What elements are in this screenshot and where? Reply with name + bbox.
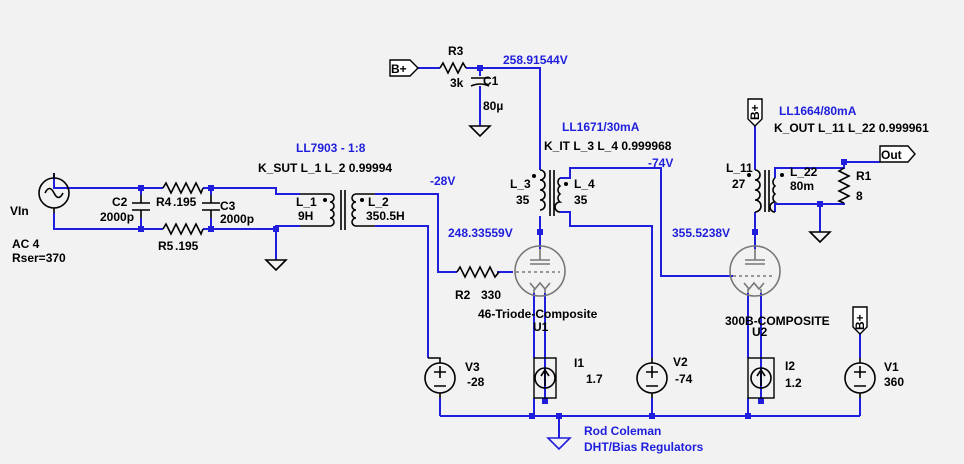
label-r3: R3 — [448, 44, 464, 58]
label-l4-value: 35 — [574, 193, 588, 207]
transformer-ll7903[interactable] — [300, 190, 375, 230]
label-v2-value: -74 — [675, 372, 693, 386]
label-u2-model: 300B-COMPOSITE — [725, 314, 830, 328]
voltage-source-v3[interactable] — [424, 357, 456, 398]
label-note-dht-bias: DHT/Bias Regulators — [584, 440, 704, 454]
junction-dots — [138, 65, 847, 419]
label-coupling-k-sut: K_SUT L_1 L_2 0.99994 — [258, 161, 392, 175]
current-source-i2[interactable] — [747, 357, 775, 399]
label-coupling-k-it: K_IT L_3 L_4 0.999968 — [544, 139, 672, 153]
vin-source[interactable] — [38, 173, 70, 213]
label-c3-value: 2000p — [220, 212, 254, 226]
label-c3: C3 — [220, 199, 236, 213]
ground-symbol — [264, 259, 288, 272]
label-transformer-ll7903: LL7903 - 1:8 — [296, 141, 366, 155]
label-bplus-right: B+ — [853, 314, 867, 330]
label-l4: L_4 — [574, 177, 595, 191]
voltage-source-v1[interactable] — [844, 358, 876, 398]
label-node-258v: 258.91544V — [503, 53, 568, 67]
label-vin-rser: Rser=370 — [12, 251, 66, 265]
ground-symbol — [546, 437, 572, 451]
label-coupling-k-out: K_OUT L_11 L_22 0.999961 — [774, 121, 929, 135]
label-r5: R5 — [158, 239, 174, 253]
bplus-flag-mid — [747, 98, 763, 127]
label-transformer-ll1671: LL1671/30mA — [562, 120, 640, 134]
transformer-ll1664[interactable] — [747, 169, 784, 213]
label-l11: L_11 — [726, 161, 753, 175]
label-r2: R2 — [455, 288, 471, 302]
label-l22-value: 80m — [790, 179, 814, 193]
out-flag — [879, 145, 916, 163]
label-v3-value: -28 — [467, 375, 485, 389]
label-node-248v: 248.33559V — [448, 226, 513, 240]
label-i1: I1 — [574, 356, 584, 370]
label-node-minus74v: -74V — [648, 156, 673, 170]
label-vin: VIn — [10, 204, 29, 218]
ground-symbol — [808, 231, 832, 244]
label-v3: V3 — [465, 360, 480, 374]
voltage-source-v2[interactable] — [636, 358, 668, 398]
label-l1: L_1 — [296, 195, 317, 209]
label-i1-value: 1.7 — [586, 372, 603, 386]
label-bplus-left: B+ — [391, 62, 407, 76]
label-l11-value: 27 — [732, 177, 746, 191]
label-note-rod-coleman: Rod Coleman — [584, 424, 661, 438]
label-r5-value: .195 — [175, 239, 199, 253]
bplus-flag-right — [852, 306, 868, 335]
label-u2: U2 — [752, 325, 768, 339]
label-c1-value: 80µ — [483, 99, 503, 113]
label-c2-value: 2000p — [100, 210, 134, 224]
label-l3-value: 35 — [516, 193, 530, 207]
label-r2-value: 330 — [481, 288, 501, 302]
label-c1: C1 — [483, 74, 499, 88]
label-transformer-ll1664: LL1664/80mA — [779, 104, 857, 118]
label-l22: L_22 — [790, 165, 818, 179]
label-r1-value: 8 — [856, 189, 863, 203]
label-node-minus28v: -28V — [430, 174, 455, 188]
label-l3: L_3 — [510, 177, 531, 191]
wires — [53, 67, 880, 438]
label-v2: V2 — [673, 355, 688, 369]
current-source-i1[interactable] — [533, 357, 557, 399]
label-l2-value: 350.5H — [366, 209, 405, 223]
ground-symbol — [468, 125, 492, 138]
transformer-ll1671[interactable] — [532, 169, 568, 216]
label-i2: I2 — [785, 359, 795, 373]
triode-u2[interactable] — [729, 245, 781, 297]
resistor-r5[interactable] — [162, 222, 204, 236]
label-r4-value: .195 — [173, 195, 197, 209]
capacitor-c2[interactable] — [132, 195, 150, 218]
resistor-r1[interactable] — [837, 167, 851, 204]
label-vin-type: AC 4 — [12, 237, 40, 251]
label-r1: R1 — [856, 169, 872, 183]
label-l1-value: 9H — [298, 209, 313, 223]
label-l2: L_2 — [368, 195, 389, 209]
label-r3-value: 3k — [450, 76, 464, 90]
label-bplus-mid: B+ — [748, 104, 762, 120]
triode-u1[interactable] — [514, 245, 566, 297]
label-u1-model: 46-Triode-Composite — [478, 307, 598, 321]
resistor-r3[interactable] — [439, 61, 467, 75]
label-i2-value: 1.2 — [785, 376, 802, 390]
bplus-flag-left — [389, 59, 419, 77]
capacitor-c3[interactable] — [202, 195, 220, 218]
label-c2: C2 — [112, 195, 128, 209]
label-node-355v: 355.5238V — [672, 226, 730, 240]
label-out: Out — [881, 148, 902, 162]
label-u1: U1 — [533, 320, 549, 334]
resistor-r2[interactable] — [456, 265, 500, 279]
label-v1: V1 — [884, 360, 899, 374]
label-v1-value: 360 — [884, 375, 904, 389]
label-r4: R4 — [156, 195, 172, 209]
resistor-r4[interactable] — [162, 181, 204, 195]
capacitor-c1[interactable] — [470, 77, 490, 87]
